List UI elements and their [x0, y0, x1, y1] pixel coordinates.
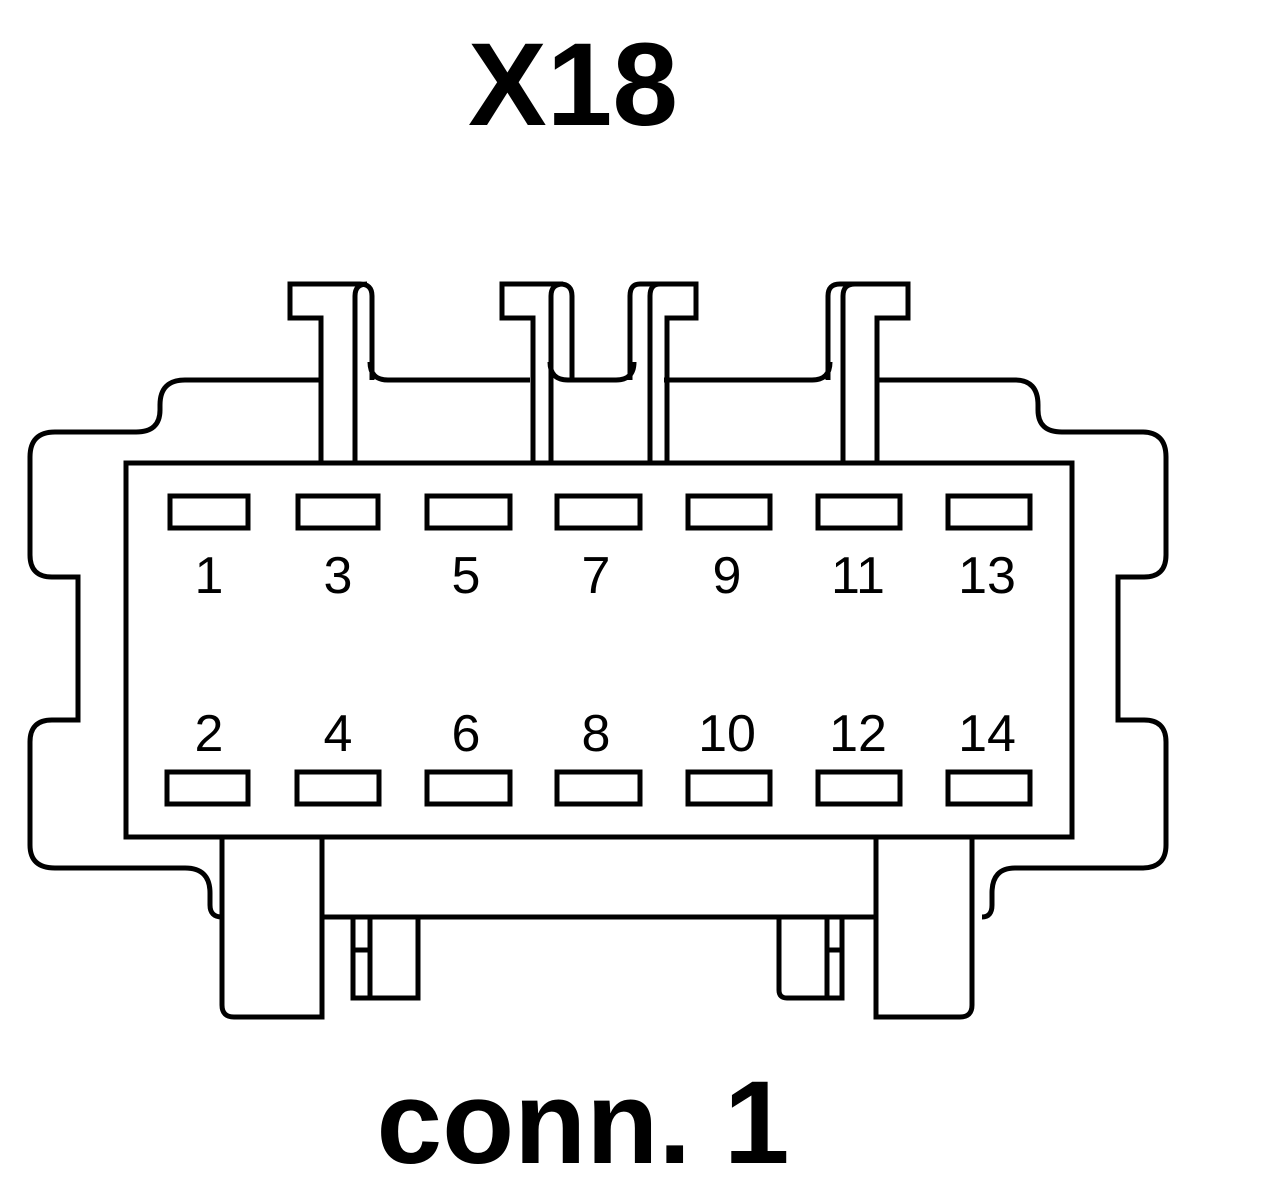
- housing-top-edge-mid: [547, 361, 637, 383]
- foot-left: [219, 837, 325, 1020]
- pin-label: 9: [713, 547, 742, 605]
- pin-8-contact: [554, 769, 643, 807]
- pin-label: 14: [958, 705, 1016, 763]
- pin-1-contact: [167, 493, 251, 531]
- pin-label: 8: [582, 705, 611, 763]
- pin-2-contact: [164, 769, 251, 807]
- pin-9-contact: [685, 493, 773, 531]
- pin-label: 10: [698, 705, 756, 763]
- housing-top-edge-right: [664, 361, 833, 383]
- connector-caption: conn. 1: [376, 1057, 789, 1189]
- connector-housing: [27, 281, 1169, 1020]
- pin-4-contact: [294, 769, 382, 807]
- pin-12-contact: [815, 769, 903, 807]
- latch-1: [287, 281, 375, 462]
- latch-4: [825, 281, 911, 462]
- pin-13-contact: [945, 493, 1033, 531]
- foot-right: [873, 837, 975, 1020]
- pin-label: 6: [452, 705, 481, 763]
- pin-label: 4: [324, 705, 353, 763]
- pin-11-contact: [815, 493, 903, 531]
- latch-2: [499, 281, 575, 462]
- housing-outer-shell: [27, 377, 320, 920]
- pin-label: 7: [582, 547, 611, 605]
- pin-label: 13: [958, 547, 1016, 605]
- housing-outer-shell-right: [875, 377, 1169, 920]
- connector-id-title: X18: [468, 19, 678, 151]
- pin-6-contact: [424, 769, 513, 807]
- housing-top-edge-left: [367, 361, 530, 383]
- pin-label: 11: [831, 547, 885, 605]
- pin-label: 5: [452, 547, 481, 605]
- pin-3-contact: [295, 493, 381, 531]
- pin-grid: 1 3 5 7 9 11 13 2 4 6 8 10 12 14: [164, 493, 1033, 807]
- pin-face: [123, 460, 1075, 840]
- pin-label: 2: [195, 705, 224, 763]
- pin-label: 3: [324, 547, 353, 605]
- clip-right: [776, 917, 845, 1001]
- pin-7-contact: [554, 493, 643, 531]
- pin-5-contact: [424, 493, 513, 531]
- pin-label: 1: [195, 547, 224, 605]
- pin-label: 12: [829, 705, 887, 763]
- latch-3: [627, 281, 699, 462]
- pin-14-contact: [945, 769, 1033, 807]
- clip-left: [350, 917, 421, 1001]
- pin-10-contact: [685, 769, 773, 807]
